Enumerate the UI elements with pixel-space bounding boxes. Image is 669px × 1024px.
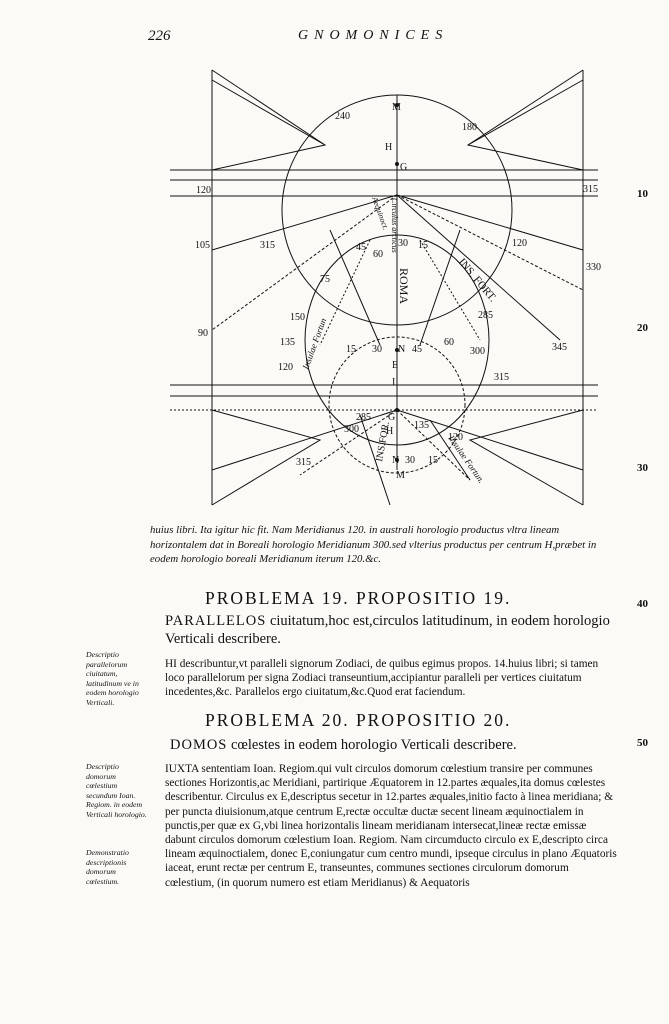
label-M-top: M	[392, 102, 401, 113]
label-30a: 30	[398, 238, 408, 249]
label-240: 240	[335, 111, 350, 122]
lower-circle	[328, 336, 466, 474]
label-60: 60	[373, 249, 383, 260]
label-N-bot: N	[392, 455, 399, 466]
label-E: E	[392, 360, 398, 371]
problem-19-lead: PARALLELOS ciuitatum,hoc est,circulos la…	[165, 612, 617, 648]
label-315-right: 315	[583, 184, 598, 195]
label-ins-for-bot: INS.FOR.	[374, 421, 392, 463]
problem-19-body: HI describuntur,vt paralleli signorum Zo…	[165, 658, 599, 699]
label-120-right: 120	[512, 238, 527, 249]
label-roma: ROMA	[397, 268, 411, 304]
label-15a: 15	[418, 240, 428, 251]
problem-19-lead-caps: PARALLELOS	[165, 613, 267, 629]
middle-circle	[304, 234, 490, 446]
label-30c: 30	[405, 455, 415, 466]
line-number-30: 30	[637, 462, 648, 474]
problem-19-lead-rest: ciuitatum,hoc est,circulos latitudinum, …	[165, 613, 610, 647]
label-arctic: Circulus arcticus	[390, 198, 399, 253]
margin-note-domos: Descriptio domorum cœlestium secundum Io…	[86, 762, 147, 819]
label-insulae-fortun-bot: Insulae Fortun.	[446, 433, 487, 485]
label-285b: 285	[356, 412, 371, 423]
line-number-10: 10	[637, 188, 648, 200]
line-number-40: 40	[637, 598, 648, 610]
label-120-left: 120	[196, 185, 211, 196]
label-G-top: G	[400, 162, 407, 173]
label-30b: 30	[372, 344, 382, 355]
label-M-bot: M	[396, 470, 405, 481]
label-G-bot: G	[388, 412, 395, 423]
line-number-50: 50	[637, 737, 648, 749]
problem-20-lead-rest: cœlestes in eodem horologio Verticali de…	[227, 737, 517, 753]
label-15b: 15	[346, 344, 356, 355]
label-90: 90	[198, 328, 208, 339]
label-345: 345	[552, 342, 567, 353]
figure-caption: huius libri. Ita igitur hic fit. Nam Mer…	[150, 524, 597, 565]
label-120d: 120	[448, 432, 463, 443]
label-105: 105	[195, 240, 210, 251]
label-135b: 135	[414, 420, 429, 431]
label-135: 135	[280, 337, 295, 348]
problem-20-heading: PROBLEMA 20. PROPOSITIO 20.	[205, 710, 512, 730]
label-insulae-fort: Insulae Fortun	[300, 316, 328, 371]
label-300b: 300	[344, 424, 359, 435]
label-N-mid: N	[398, 344, 405, 355]
problem-20-body: IUXTA sententiam Ioan. Regiom.qui vult c…	[165, 763, 617, 889]
margin-note-demonstratio: Demonstratio descriptionis domorum cœles…	[86, 848, 129, 886]
label-120c: 120	[278, 362, 293, 373]
upper-circle	[281, 94, 513, 326]
label-150: 150	[290, 312, 305, 323]
label-45a: 45	[356, 242, 366, 253]
label-H-top: H	[385, 142, 392, 153]
problem-20-lead-caps: DOMOS	[170, 737, 228, 753]
label-330: 330	[586, 262, 601, 273]
label-180: 180	[462, 122, 477, 133]
label-300: 300	[470, 346, 485, 357]
problem-20-lead: DOMOS cœlestes in eodem horologio Vertic…	[170, 736, 620, 754]
label-315c: 315	[494, 372, 509, 383]
label-315-left: 315	[260, 240, 275, 251]
line-number-20: 20	[637, 322, 648, 334]
label-45c: 45	[412, 344, 422, 355]
label-285: 285	[478, 310, 493, 321]
label-315d: 315	[296, 457, 311, 468]
label-H-bot: H	[386, 426, 393, 437]
margin-note-parallels: Descriptio parallelorum ciuitatum, latit…	[86, 650, 139, 707]
label-75: 75	[320, 274, 330, 285]
running-title: GNOMONICES	[298, 28, 449, 43]
page-number: 226	[148, 28, 171, 44]
label-15c: 15	[428, 455, 438, 466]
gnomonic-diagram: M H G 240 180 120 315 105 315 120 330 45…	[170, 69, 601, 506]
label-60b: 60	[444, 337, 454, 348]
label-I: I	[392, 377, 395, 388]
problem-19-heading: PROBLEMA 19. PROPOSITIO 19.	[205, 588, 512, 608]
